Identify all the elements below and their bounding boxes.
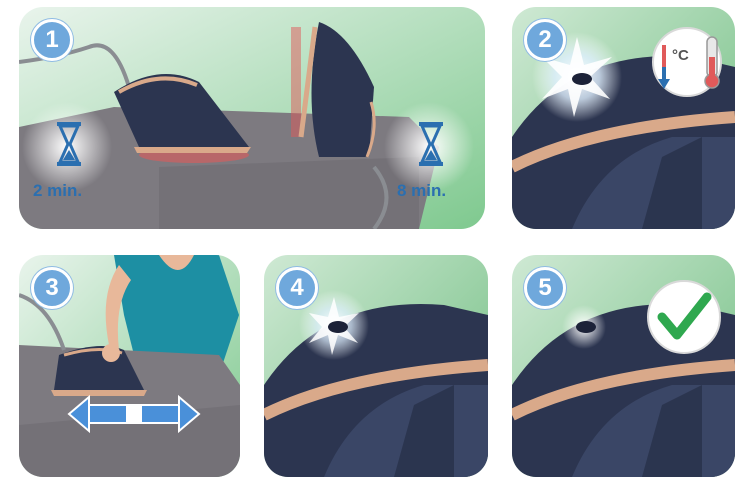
step-number-badge: 5 [524, 267, 566, 309]
step-4-panel: 4 [264, 255, 488, 477]
timer-label-left: 2 min. [33, 181, 82, 201]
step-3-panel: 3 [19, 255, 240, 477]
step-number-badge: 3 [31, 267, 73, 309]
step-5-panel: 5 [512, 255, 735, 477]
timer-label-right: 8 min. [397, 181, 446, 201]
step-number-badge: 4 [276, 267, 318, 309]
step-2-panel: 2 °C [512, 7, 735, 229]
celsius-label: °C [672, 47, 689, 64]
step-number-badge: 2 [524, 19, 566, 61]
step-number-badge: 1 [31, 19, 73, 61]
step-1-panel: 1 2 min. 8 min. [19, 7, 485, 229]
